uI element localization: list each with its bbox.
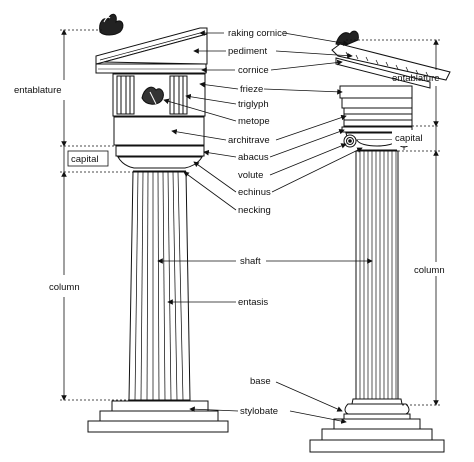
acroterion-ornament-left <box>99 13 124 36</box>
label-volute: volute <box>238 170 263 181</box>
label-stylobate: stylobate <box>240 406 278 417</box>
architrave-left <box>113 116 205 146</box>
label-cornice: cornice <box>238 65 269 76</box>
volute-left <box>343 134 357 148</box>
metope-relief-left <box>141 86 164 105</box>
ionic-shaft <box>355 150 399 400</box>
cornice-left <box>95 63 207 74</box>
ionic-base <box>343 398 411 420</box>
left-capital-label: capital <box>71 154 98 165</box>
right-capital-label: capital <box>395 133 422 144</box>
ionic-order <box>309 30 451 453</box>
label-entasis: entasis <box>238 297 268 308</box>
triglyph-left <box>116 75 188 115</box>
label-abacus: abacus <box>238 152 269 163</box>
label-pediment: pediment <box>228 46 267 57</box>
left-dimension-lines <box>60 29 133 401</box>
label-necking: necking <box>238 205 271 216</box>
echinus-left <box>117 156 203 169</box>
left-entablature-label: entablature <box>14 85 62 96</box>
center-labels: raking cornice pediment cornice frieze t… <box>228 28 287 417</box>
doric-order <box>87 13 229 433</box>
pediment-left <box>103 33 208 65</box>
label-metope: metope <box>238 116 270 127</box>
right-column-label: column <box>414 265 445 276</box>
left-column-label: column <box>49 282 80 293</box>
label-architrave: architrave <box>228 135 270 146</box>
echinus-right <box>356 139 398 147</box>
acroterion-ornament-right <box>335 30 359 47</box>
label-raking-cornice: raking cornice <box>228 28 287 39</box>
label-frieze: frieze <box>240 84 263 95</box>
right-entablature-label: entablature <box>392 73 440 84</box>
label-echinus: echinus <box>238 187 271 198</box>
abacus-left <box>115 145 205 157</box>
label-base: base <box>250 376 271 387</box>
stylobate-right <box>333 418 421 430</box>
label-triglyph: triglyph <box>238 99 269 110</box>
label-shaft: shaft <box>240 256 261 267</box>
architrave-right <box>343 107 413 115</box>
frieze-right <box>339 85 413 99</box>
